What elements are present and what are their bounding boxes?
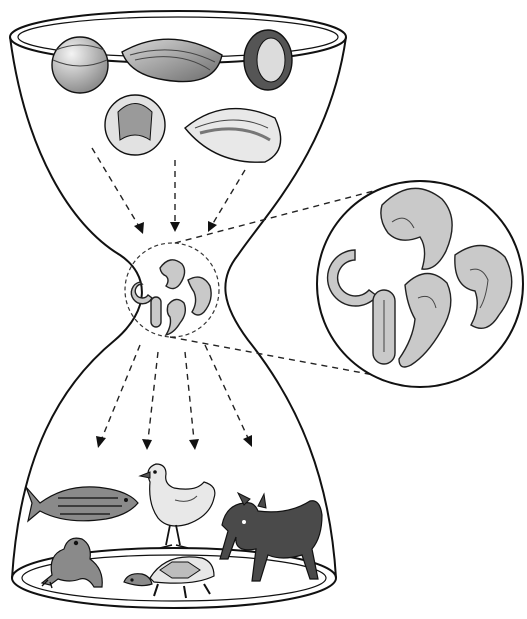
chicken-icon (140, 464, 215, 548)
frog-icon (42, 538, 102, 588)
sliced-disc-embryo (122, 39, 222, 81)
turtle-icon (124, 557, 214, 598)
middle-embryos (125, 243, 219, 337)
top-embryos (52, 30, 292, 162)
animals (26, 464, 322, 598)
sphere-embryo (52, 37, 108, 93)
fish-icon (26, 487, 138, 521)
ring-embryo (244, 30, 292, 90)
bottom-arrows (96, 345, 252, 450)
dog-icon (220, 493, 322, 581)
zoom-circle (317, 181, 523, 387)
leaf-embryo (185, 109, 281, 163)
top-arrows (92, 148, 245, 234)
cutaway-sphere-embryo (105, 95, 165, 155)
